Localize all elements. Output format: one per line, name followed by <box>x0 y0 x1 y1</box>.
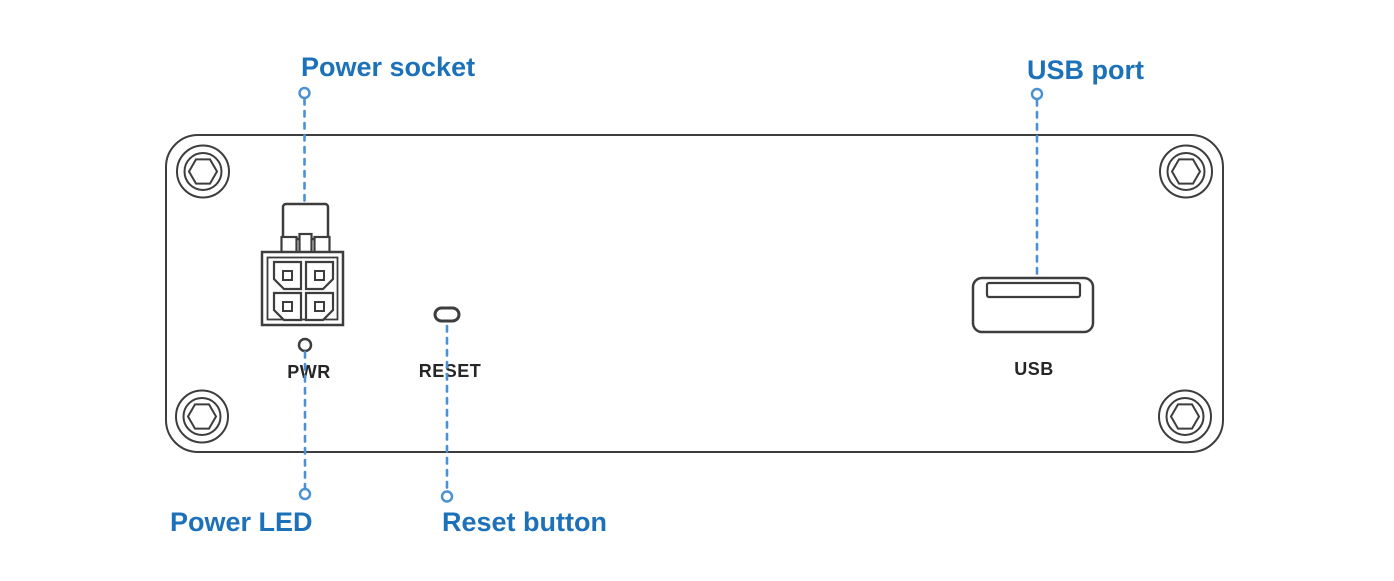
power-socket-hole-bottom-right <box>314 301 325 312</box>
power-socket-hole-top-right <box>314 270 325 281</box>
screw-bottom-left-icon <box>175 389 229 444</box>
screw-top-left-icon <box>176 144 230 199</box>
callout-label-usb-port: USB port <box>1027 55 1144 85</box>
usb-port-tongue <box>985 281 1082 299</box>
panel-plate <box>165 134 1224 453</box>
screw-top-right-icon <box>1159 144 1213 199</box>
power-socket-hole-bottom-left <box>282 301 293 312</box>
panel-label-reset: RESET <box>419 361 482 381</box>
leader-dot-reset-button <box>440 490 454 503</box>
callout-label-reset-button: Reset button <box>442 507 607 537</box>
reset-hole-icon <box>433 306 461 323</box>
usb-port-icon <box>971 276 1095 334</box>
callout-label-power-socket: Power socket <box>301 52 475 82</box>
leader-dot-usb-port <box>1030 87 1044 101</box>
leader-dot-power-led <box>298 487 312 501</box>
panel-label-pwr: PWR <box>287 362 331 382</box>
callout-label-power-led: Power LED <box>170 507 313 537</box>
screw-bottom-right-icon <box>1158 389 1212 444</box>
power-socket-hole-top-left <box>282 270 293 281</box>
power-led-icon <box>297 337 313 353</box>
power-socket-icon <box>260 202 345 327</box>
panel-label-usb: USB <box>1014 359 1054 379</box>
leader-dot-power-socket <box>298 86 311 100</box>
